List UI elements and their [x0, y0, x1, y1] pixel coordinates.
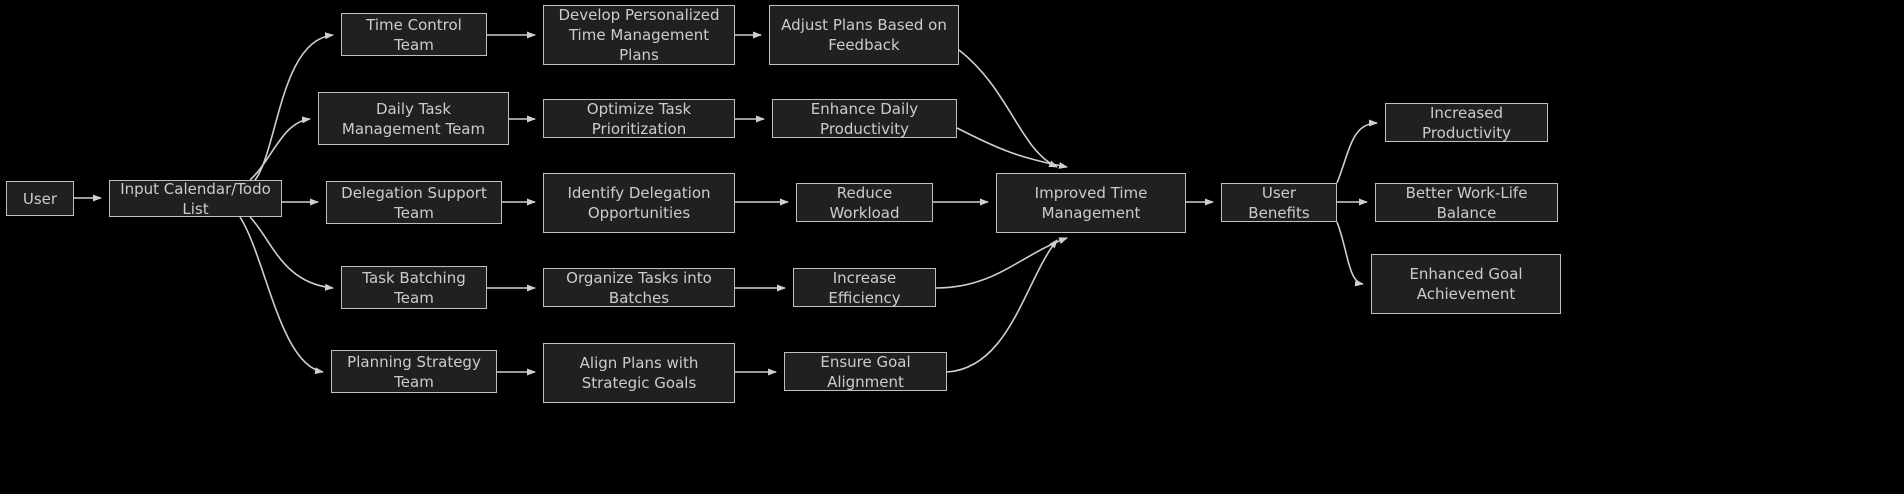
edge-input-to-team_daily	[249, 116, 311, 181]
node-user[interactable]: User	[6, 181, 74, 216]
node-act_batch[interactable]: Organize Tasks into Batches	[543, 268, 735, 307]
node-team_plan[interactable]: Planning Strategy Team	[331, 350, 497, 393]
node-label: Develop Personalized Time Management Pla…	[558, 6, 720, 64]
node-out_plan[interactable]: Ensure Goal Alignment	[784, 352, 947, 391]
node-out_daily[interactable]: Enhance Daily Productivity	[772, 99, 957, 138]
node-label: Task Batching Team	[362, 268, 466, 307]
node-ben_goal[interactable]: Enhanced Goal Achievement	[1371, 254, 1561, 314]
node-ben_bal[interactable]: Better Work-Life Balance	[1375, 183, 1558, 222]
edge-out_batch-to-improved	[935, 237, 1068, 289]
node-label: Align Plans with Strategic Goals	[579, 354, 699, 392]
node-label: User Benefits	[1248, 183, 1310, 222]
node-improved[interactable]: Improved Time Management	[996, 173, 1186, 233]
node-label: Organize Tasks into Batches	[566, 268, 712, 307]
node-act_plan[interactable]: Align Plans with Strategic Goals	[543, 343, 735, 403]
node-label: User	[22, 189, 58, 208]
node-ben_prod[interactable]: Increased Productivity	[1385, 103, 1548, 142]
node-label: Input Calendar/Todo List	[120, 179, 271, 218]
node-out_time[interactable]: Adjust Plans Based on Feedback	[769, 5, 959, 65]
node-benefits[interactable]: User Benefits	[1221, 183, 1337, 222]
node-act_time[interactable]: Develop Personalized Time Management Pla…	[543, 5, 735, 65]
node-label: Adjust Plans Based on Feedback	[781, 16, 947, 54]
node-out_deleg[interactable]: Reduce Workload	[796, 183, 933, 222]
node-label: Delegation Support Team	[341, 183, 487, 222]
node-label: Increase Efficiency	[828, 268, 901, 307]
node-label: Improved Time Management	[1034, 184, 1148, 222]
node-label: Optimize Task Prioritization	[586, 99, 692, 138]
node-label: Enhance Daily Productivity	[810, 99, 919, 138]
node-team_deleg[interactable]: Delegation Support Team	[326, 181, 502, 224]
node-label: Better Work-Life Balance	[1405, 183, 1528, 222]
node-label: Reduce Workload	[829, 183, 900, 222]
edge-input-to-team_batch	[249, 216, 334, 291]
node-team_daily[interactable]: Daily Task Management Team	[318, 92, 509, 145]
node-label: Enhanced Goal Achievement	[1409, 265, 1523, 303]
edge-benefits-to-ben_goal	[1336, 221, 1364, 287]
node-label: Increased Productivity	[1422, 103, 1511, 142]
edge-out_plan-to-improved	[946, 239, 1058, 373]
edge-input-to-team_plan	[239, 216, 324, 375]
node-act_deleg[interactable]: Identify Delegation Opportunities	[543, 173, 735, 233]
node-act_daily[interactable]: Optimize Task Prioritization	[543, 99, 735, 138]
node-team_time[interactable]: Time Control Team	[341, 13, 487, 56]
edge-benefits-to-ben_prod	[1336, 119, 1378, 184]
node-out_batch[interactable]: Increase Efficiency	[793, 268, 936, 307]
node-team_batch[interactable]: Task Batching Team	[341, 266, 487, 309]
edge-out_time-to-improved	[958, 49, 1058, 168]
edge-out_daily-to-improved	[956, 127, 1068, 169]
node-label: Ensure Goal Alignment	[820, 352, 911, 391]
node-label: Daily Task Management Team	[341, 99, 486, 138]
node-input[interactable]: Input Calendar/Todo List	[109, 179, 282, 218]
node-label: Time Control Team	[366, 15, 462, 54]
node-label: Planning Strategy Team	[347, 352, 481, 391]
node-label: Identify Delegation Opportunities	[567, 184, 711, 222]
